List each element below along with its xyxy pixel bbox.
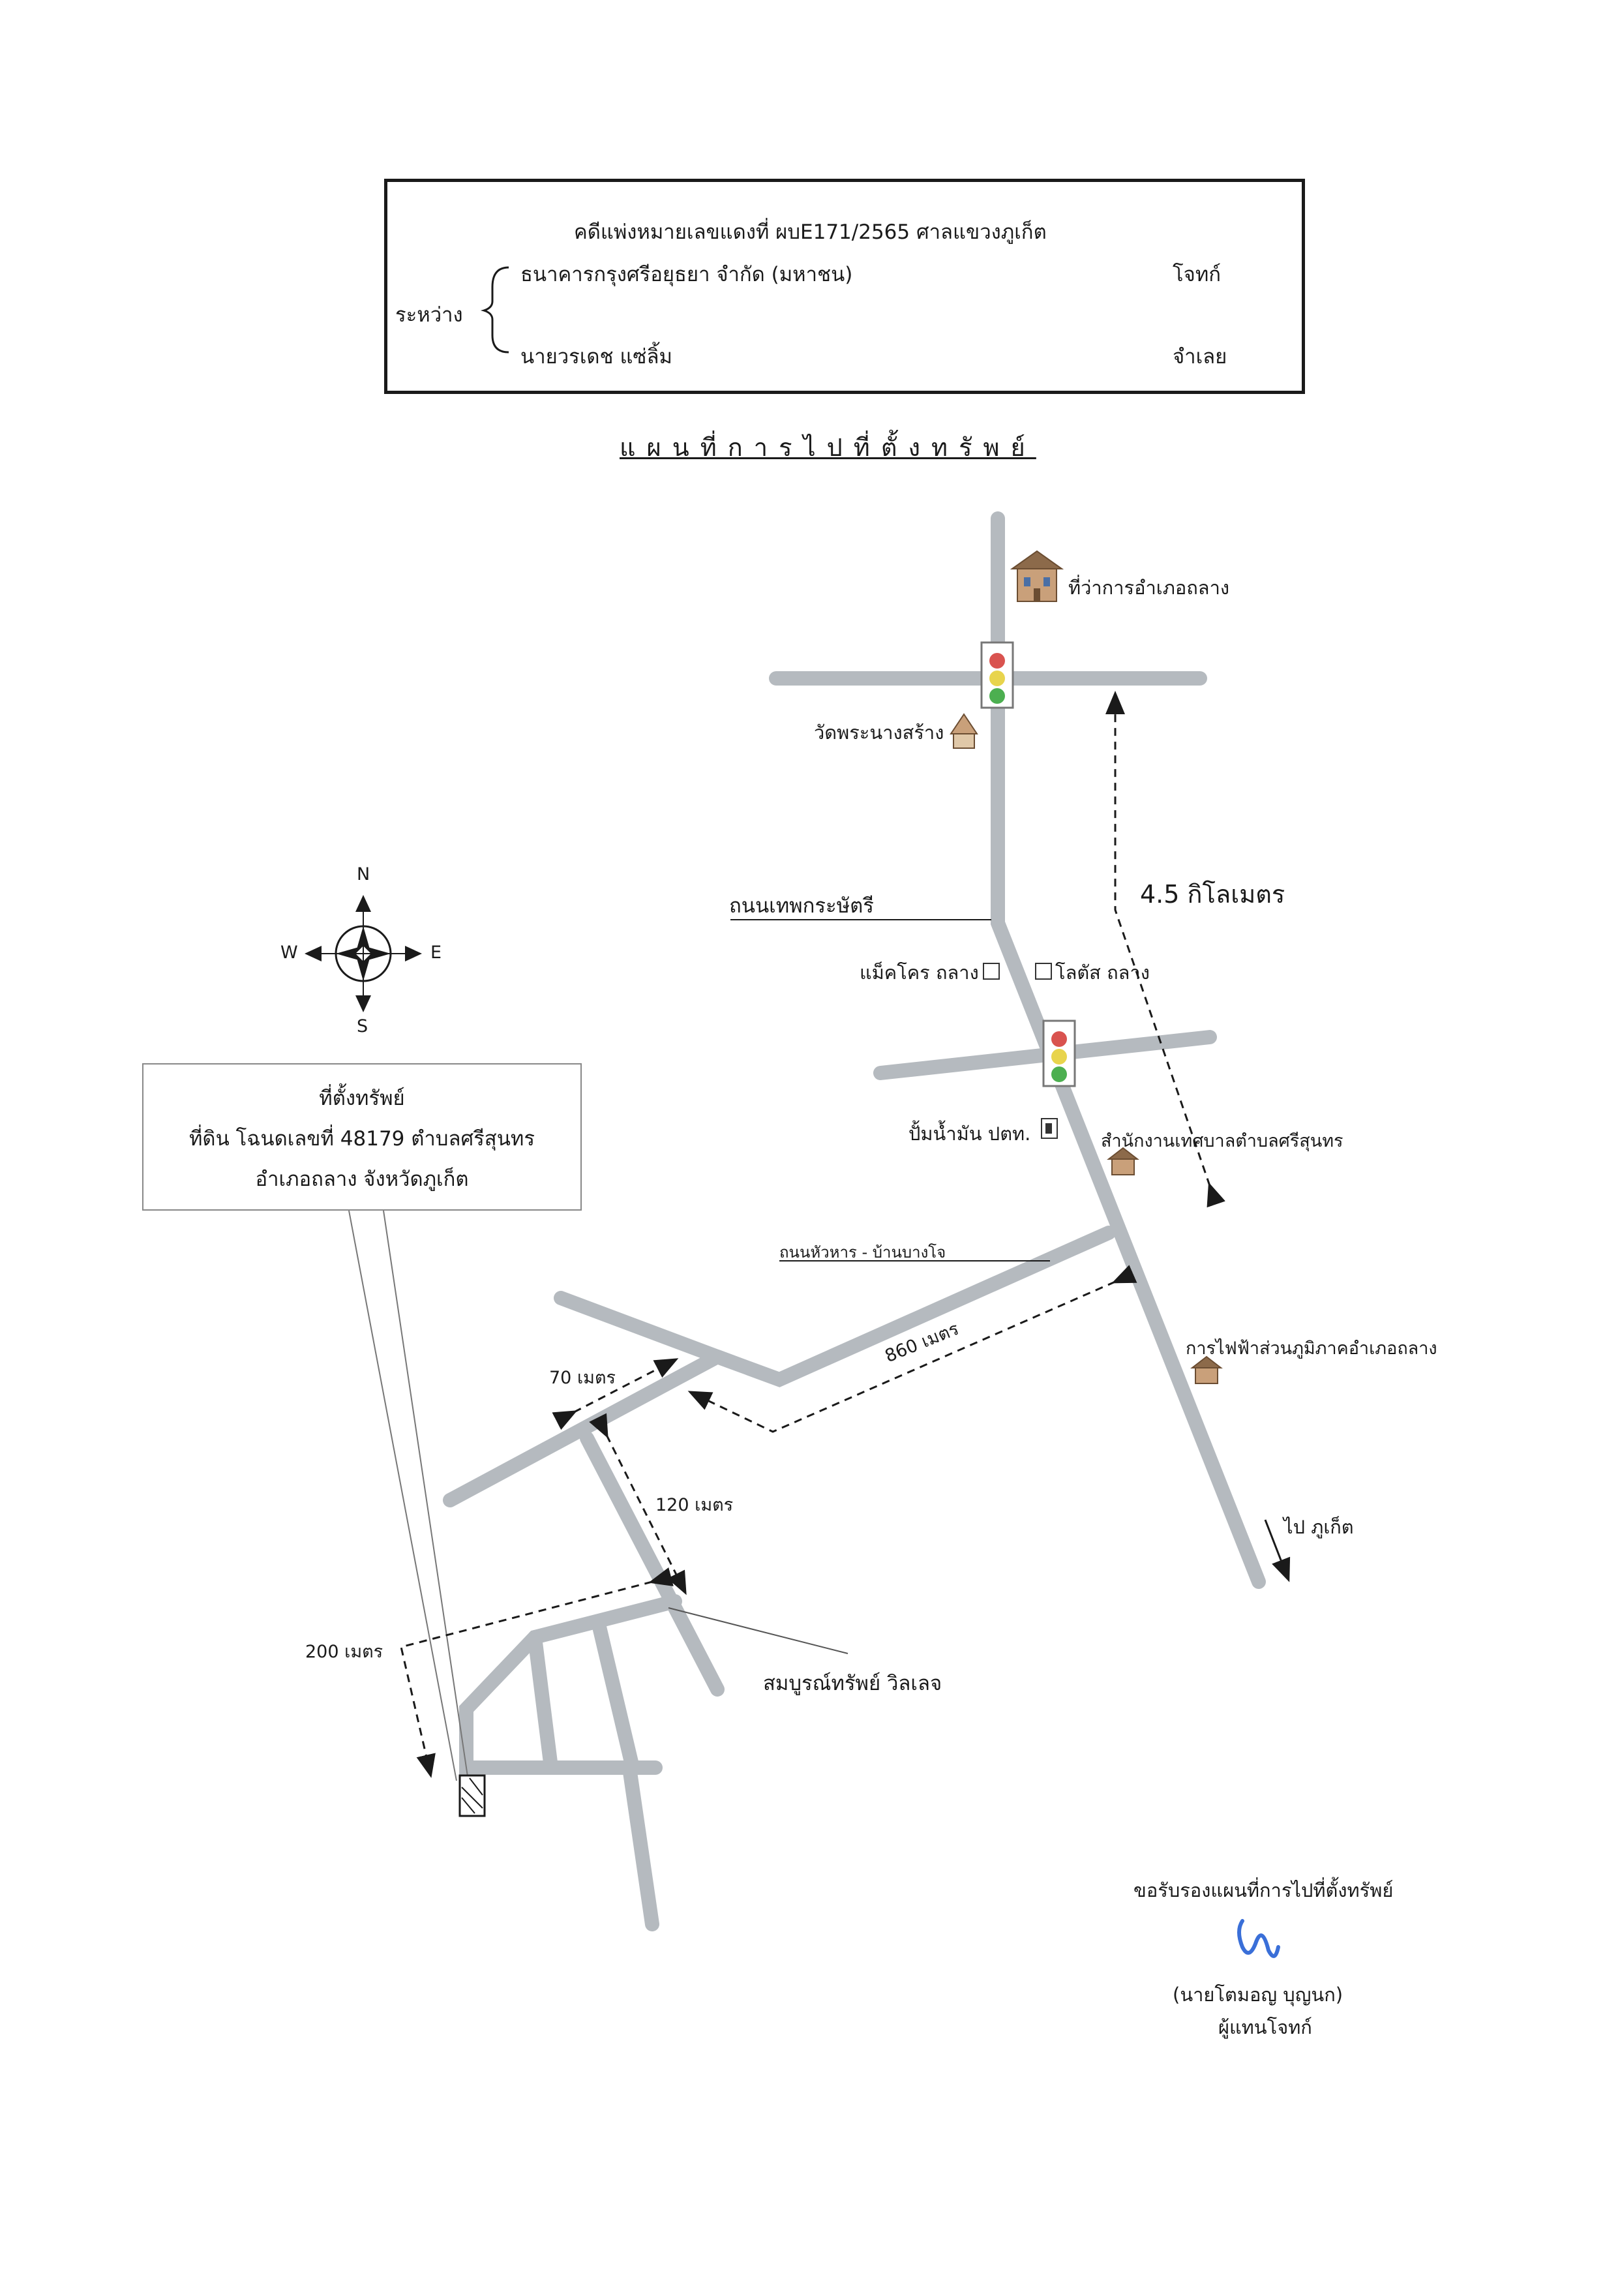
electricity-office-icon bbox=[1190, 1355, 1223, 1384]
compass-w-label: W bbox=[280, 943, 298, 963]
village-road-b bbox=[592, 1617, 640, 1775]
signature-mark bbox=[1237, 1919, 1280, 1958]
label-distance-120m: 120 เมตร bbox=[655, 1495, 734, 1515]
dist-arrow-4-5km bbox=[1105, 691, 1225, 1208]
village-road-south bbox=[622, 1760, 659, 1931]
dist-arrow-120m bbox=[589, 1413, 687, 1595]
label-temple: วัดพระนางสร้าง bbox=[814, 721, 944, 744]
compass-e-label: E bbox=[430, 943, 442, 963]
label-road-hua-han: ถนนหัวหาร - บ้านบางโจ bbox=[779, 1243, 946, 1261]
label-makro: แม็คโคร ถลาง bbox=[860, 961, 979, 984]
map-title: แผนที่การไปที่ตั้งทรัพย์ bbox=[620, 433, 1036, 462]
label-pea: การไฟฟ้าส่วนภูมิภาคอำเภอถลาง bbox=[1186, 1338, 1437, 1359]
makro-marker-icon bbox=[983, 963, 1000, 980]
label-municipality: สำนักงานเทศบาลตำบลศรีสุนทร bbox=[1101, 1131, 1343, 1151]
compass-n-label: N bbox=[357, 864, 370, 884]
case-number-line: คดีแพ่งหมายเลขแดงที่ ผบE171/2565 ศาลแขวง… bbox=[574, 220, 1047, 244]
defendant-role: จำเลย bbox=[1173, 345, 1227, 369]
label-to-phuket: ไป ภูเก็ต bbox=[1283, 1516, 1354, 1538]
village-road-a bbox=[528, 1630, 558, 1775]
government-building-icon bbox=[1010, 550, 1064, 602]
traffic-light-north bbox=[980, 641, 1014, 709]
signer-name: (นายโตมอญ บุญนก) bbox=[1173, 1984, 1343, 2006]
traffic-light-south bbox=[1042, 1020, 1076, 1087]
property-location-box bbox=[142, 1063, 582, 1211]
plaintiff-role: โจทก์ bbox=[1173, 263, 1222, 286]
village-leader-line bbox=[668, 1607, 848, 1654]
compass-s-label: S bbox=[357, 1016, 368, 1036]
label-road-thep: ถนนเทพกระษัตรี bbox=[729, 894, 874, 918]
fuel-pump-icon bbox=[1041, 1118, 1058, 1139]
certify-text: ขอรับรองแผนที่การไปที่ตั้งทรัพย์ bbox=[1133, 1879, 1394, 1901]
label-village: สมบูรณ์ทรัพย์ วิลเลจ bbox=[763, 1672, 942, 1695]
dist-arrow-200m bbox=[400, 1567, 674, 1778]
between-label: ระหว่าง bbox=[395, 303, 463, 327]
dist-arrow-70m bbox=[552, 1358, 679, 1430]
property-box-line2: อำเภอถลาง จังหวัดภูเก็ต bbox=[255, 1168, 469, 1191]
lotus-marker-icon bbox=[1035, 963, 1052, 980]
label-distance-70m: 70 เมตร bbox=[549, 1368, 616, 1388]
plaintiff-name: ธนาคารกรุงศรีอยุธยา จำกัด (มหาชน) bbox=[520, 263, 853, 286]
temple-icon bbox=[950, 713, 978, 749]
label-district-office: ที่ว่าการอำเภอถลาง bbox=[1068, 577, 1230, 599]
between-brace bbox=[480, 266, 509, 354]
defendant-name: นายวรเดช แซ่ลิ้ม bbox=[520, 345, 672, 369]
label-lotus: โลตัส ถลาง bbox=[1055, 961, 1150, 984]
property-box-line1: ที่ดิน โฉนดเลขที่ 48179 ตำบลศรีสุนทร bbox=[189, 1127, 535, 1151]
road-west bbox=[443, 1291, 735, 1507]
village-road-loop bbox=[459, 1594, 682, 1775]
dist-arrow-860m bbox=[687, 1265, 1137, 1433]
case-header-box bbox=[384, 179, 1305, 394]
label-ptt: ปั้มน้ำมัน ปตท. bbox=[908, 1123, 1031, 1145]
property-parcel-marker bbox=[458, 1774, 486, 1817]
compass-rose-icon bbox=[305, 895, 422, 1012]
to-phuket-arrow bbox=[1264, 1519, 1291, 1582]
property-box-title: ที่ตั้งทรัพย์ bbox=[319, 1087, 405, 1110]
property-leader-line-1 bbox=[348, 1210, 457, 1781]
label-distance-4-5km: 4.5 กิโลเมตร bbox=[1140, 880, 1285, 909]
signer-role: ผู้แทนโจทก์ bbox=[1218, 2016, 1312, 2038]
label-distance-200m: 200 เมตร bbox=[305, 1642, 383, 1662]
municipality-building-icon bbox=[1107, 1147, 1139, 1175]
